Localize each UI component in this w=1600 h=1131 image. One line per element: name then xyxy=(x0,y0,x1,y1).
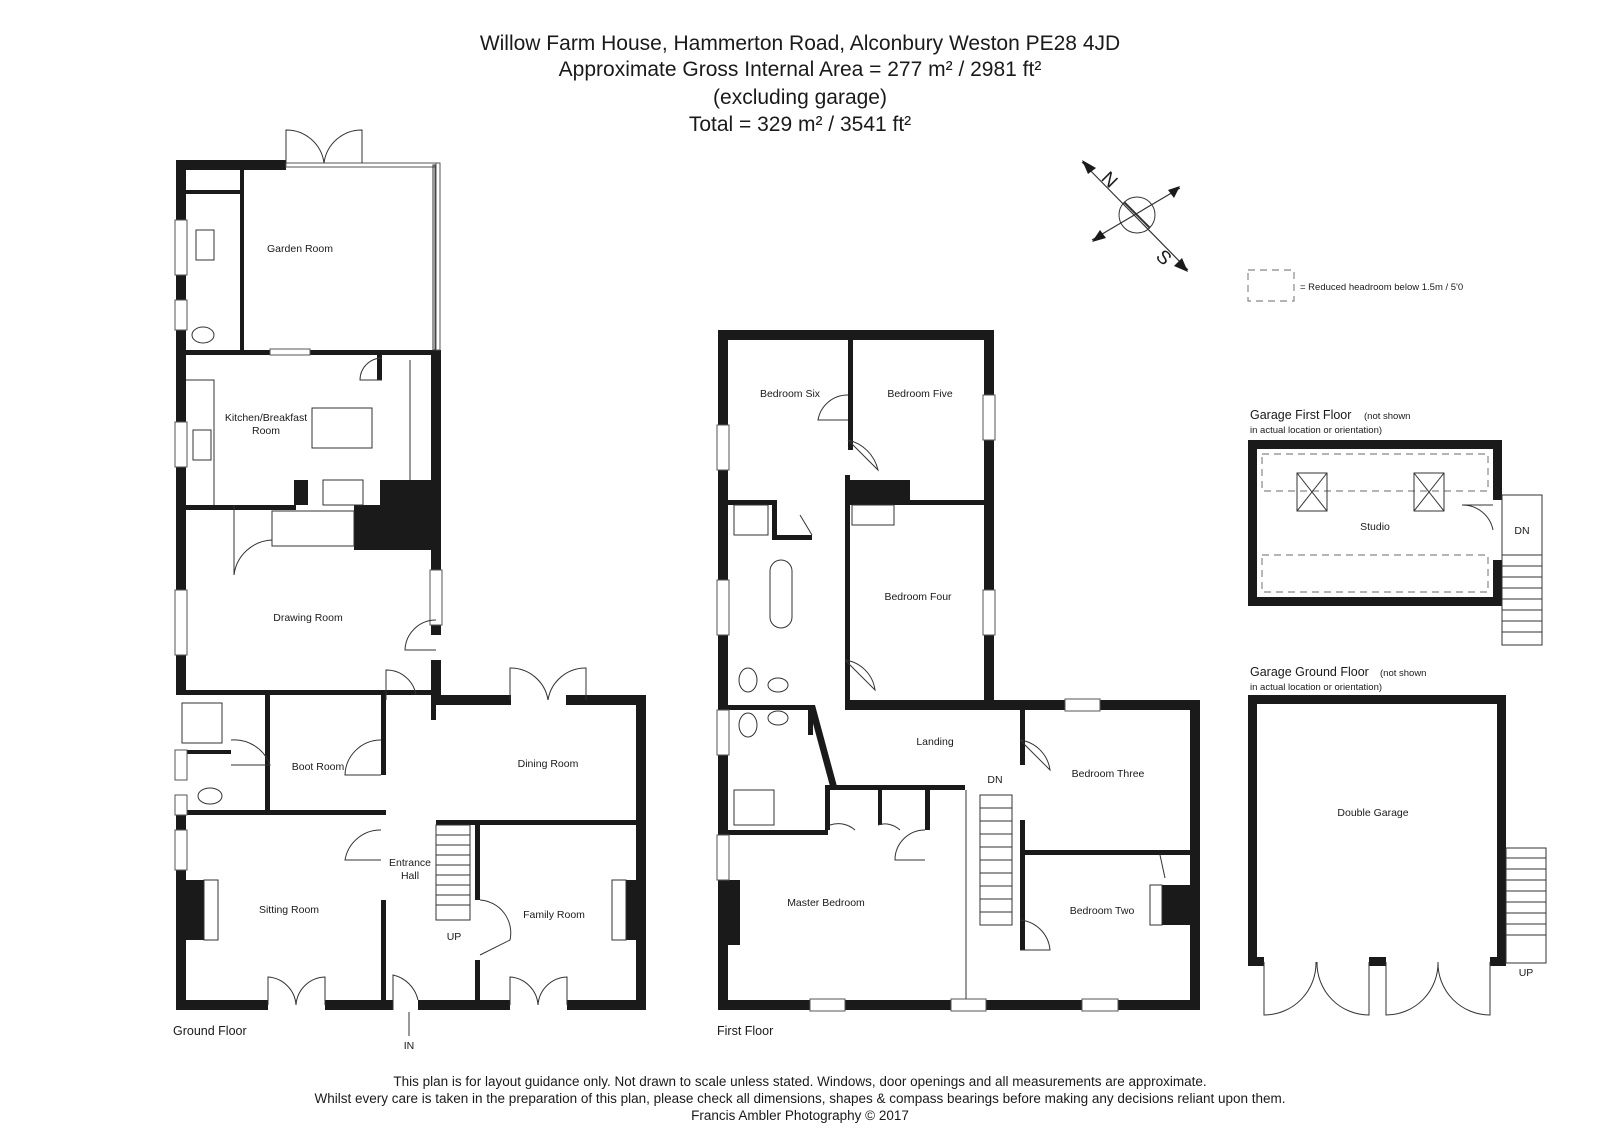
compass-north-label: N xyxy=(1097,168,1122,193)
gross-internal-area: Approximate Gross Internal Area = 277 m²… xyxy=(558,58,1042,81)
garage-ground-floor-note-1: (not shown xyxy=(1380,668,1426,679)
room-kitchen-breakfast-line1: Kitchen/Breakfast xyxy=(225,412,307,424)
garage-first-floor-plan xyxy=(1248,440,1543,646)
disclaimer-line-2: Whilst every care is taken in the prepar… xyxy=(314,1091,1286,1106)
garage-ground-floor-title: Garage Ground Floor xyxy=(1250,665,1369,679)
plan-address: Willow Farm House, Hammerton Road, Alcon… xyxy=(479,32,1121,55)
room-studio: Studio xyxy=(1360,521,1390,533)
excluding-garage-note: (excluding garage) xyxy=(713,86,887,109)
room-bedroom-five: Bedroom Five xyxy=(887,388,953,400)
first-stairs-down-label: DN xyxy=(987,774,1002,786)
entrance-in-label: IN xyxy=(404,1040,415,1052)
room-dining-room: Dining Room xyxy=(518,758,579,770)
ground-floor-plan xyxy=(174,129,646,1010)
room-drawing-room: Drawing Room xyxy=(273,612,343,624)
room-bedroom-six: Bedroom Six xyxy=(760,388,821,400)
room-family-room: Family Room xyxy=(523,909,585,921)
reduced-headroom-legend-text: = Reduced headroom below 1.5m / 5'0 xyxy=(1300,282,1463,293)
room-bedroom-two: Bedroom Two xyxy=(1070,905,1135,917)
garage-first-floor-note-1: (not shown xyxy=(1364,411,1410,422)
garage-first-floor-note-2: in actual location or orientation) xyxy=(1250,425,1382,436)
garage-ground-floor-note-2: in actual location or orientation) xyxy=(1250,682,1382,693)
room-entrance-hall-line2: Hall xyxy=(401,870,419,882)
first-floor-plan xyxy=(716,330,1200,1012)
garage-first-floor-title: Garage First Floor xyxy=(1250,408,1351,422)
room-bedroom-three: Bedroom Three xyxy=(1072,768,1145,780)
room-master-bedroom: Master Bedroom xyxy=(787,897,865,909)
ground-floor-label: Ground Floor xyxy=(173,1024,247,1038)
room-kitchen-breakfast-line2: Room xyxy=(252,425,280,437)
disclaimer-line-1: This plan is for layout guidance only. N… xyxy=(393,1074,1207,1089)
first-floor-label: First Floor xyxy=(717,1024,773,1038)
garage-stairs-up-label: UP xyxy=(1519,967,1534,979)
ground-stairs-up-label: UP xyxy=(447,931,462,943)
garage-stairs-down-label: DN xyxy=(1514,525,1529,537)
garage-ground-floor-plan xyxy=(1248,695,1547,1016)
total-area: Total = 329 m² / 3541 ft² xyxy=(688,113,912,136)
compass-south-label: S xyxy=(1151,246,1175,270)
photographer-credit: Francis Ambler Photography © 2017 xyxy=(691,1108,909,1123)
room-garden-room: Garden Room xyxy=(267,243,333,255)
room-sitting-room: Sitting Room xyxy=(259,904,319,916)
reduced-headroom-legend-swatch xyxy=(1247,269,1295,302)
compass-icon xyxy=(1081,160,1189,272)
room-landing: Landing xyxy=(916,736,954,748)
room-boot-room: Boot Room xyxy=(292,761,345,773)
room-entrance-hall-line1: Entrance xyxy=(389,857,431,869)
room-bedroom-four: Bedroom Four xyxy=(884,591,952,603)
room-double-garage: Double Garage xyxy=(1337,807,1408,819)
